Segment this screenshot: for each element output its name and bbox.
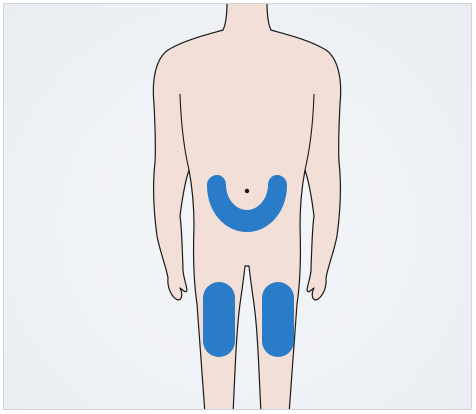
right-thigh-injection-site	[262, 282, 294, 357]
body-silhouette	[153, 4, 340, 410]
navel-dot	[245, 189, 249, 193]
left-thigh-injection-site	[203, 282, 235, 357]
diagram-frame	[3, 3, 472, 410]
body-diagram	[4, 4, 472, 410]
